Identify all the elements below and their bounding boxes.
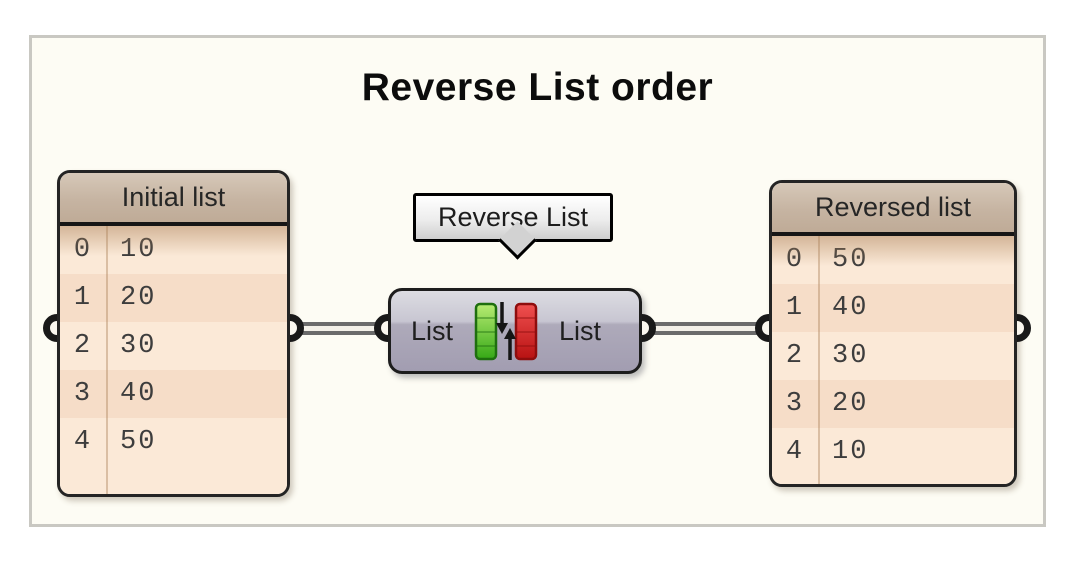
list-row: 0 10 xyxy=(60,226,287,274)
initial-list-panel[interactable]: Initial list 0 10 1 20 2 30 3 40 4 50 xyxy=(57,170,290,497)
row-index: 4 xyxy=(73,427,93,457)
row-index: 1 xyxy=(785,293,805,323)
list-row: 4 50 xyxy=(60,418,287,466)
index-column-divider xyxy=(106,226,108,494)
initial-list-output-grip[interactable] xyxy=(290,314,304,342)
row-index: 1 xyxy=(73,283,93,313)
row-value: 20 xyxy=(832,389,869,419)
reverse-list-tooltip: Reverse List xyxy=(413,193,613,260)
panel-title: Initial list xyxy=(121,182,226,212)
reverse-list-component[interactable]: List List xyxy=(388,288,642,374)
panel-header: Reversed list xyxy=(772,183,1014,236)
panel-header: Initial list xyxy=(60,173,287,226)
reversed-list-panel[interactable]: Reversed list 0 50 1 40 2 30 3 20 4 10 xyxy=(769,180,1017,487)
row-value: 20 xyxy=(120,283,157,313)
initial-list-input-grip[interactable] xyxy=(43,314,57,342)
reversed-list-input-grip[interactable] xyxy=(755,314,769,342)
row-value: 10 xyxy=(120,235,157,265)
index-column-divider xyxy=(818,236,820,484)
reverse-list-icon xyxy=(474,302,538,361)
row-index: 0 xyxy=(73,235,93,265)
list-row: 2 30 xyxy=(772,332,1014,380)
row-value: 40 xyxy=(120,379,157,409)
list-row: 4 10 xyxy=(772,428,1014,476)
component-output-grip[interactable] xyxy=(642,314,656,342)
panel-title: Reversed list xyxy=(814,192,972,222)
panel-body: 0 10 1 20 2 30 3 40 4 50 xyxy=(60,226,287,494)
component-input-grip[interactable] xyxy=(374,314,388,342)
row-index: 2 xyxy=(73,331,93,361)
row-index: 4 xyxy=(785,437,805,467)
list-row: 2 30 xyxy=(60,322,287,370)
list-row: 0 50 xyxy=(772,236,1014,284)
list-row: 3 20 xyxy=(772,380,1014,428)
row-index: 0 xyxy=(785,245,805,275)
panel-body: 0 50 1 40 2 30 3 20 4 10 xyxy=(772,236,1014,484)
reversed-list-output-grip[interactable] xyxy=(1017,314,1031,342)
row-index: 3 xyxy=(785,389,805,419)
row-index: 3 xyxy=(73,379,93,409)
list-row: 1 40 xyxy=(772,284,1014,332)
wire-initial-to-reverse[interactable] xyxy=(292,322,382,335)
row-value: 40 xyxy=(832,293,869,323)
component-output-label: List xyxy=(558,315,601,346)
list-row: 3 40 xyxy=(60,370,287,418)
row-index: 2 xyxy=(785,341,805,371)
row-value: 50 xyxy=(832,245,869,275)
row-value: 30 xyxy=(120,331,157,361)
page-title: Reverse List order xyxy=(361,66,714,109)
list-row: 1 20 xyxy=(60,274,287,322)
wire-reverse-to-reversed[interactable] xyxy=(644,322,766,335)
row-value: 30 xyxy=(832,341,869,371)
row-value: 10 xyxy=(832,437,869,467)
component-input-label: List xyxy=(411,315,454,346)
row-value: 50 xyxy=(120,427,157,457)
